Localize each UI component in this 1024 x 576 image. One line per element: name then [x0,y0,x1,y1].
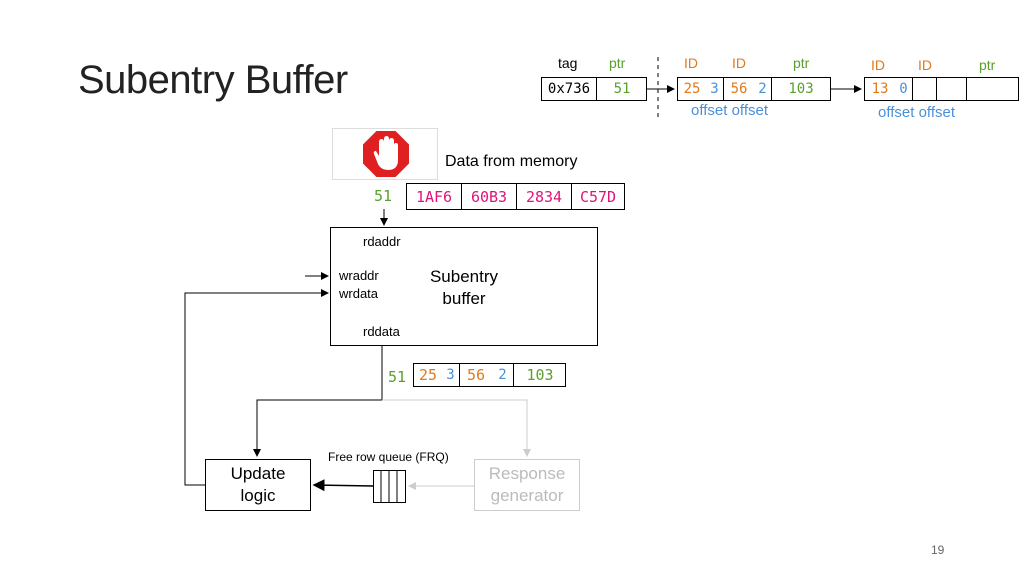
subentry1-ptr-header: ptr [793,55,810,71]
rddata-off2: 2 [492,364,514,386]
tag-header: tag [558,55,578,71]
memory-row: 1AF6 60B3 2834 C57D [406,183,625,210]
subentry2-offset-labels: offset offset [878,104,955,121]
memory-value-1: 60B3 [462,184,517,209]
subentry2-id1-header: ID [871,57,885,73]
tag-ptr-value: 51 [613,81,631,97]
memory-value-3: C57D [579,187,617,206]
memory-addr: 51 [374,187,393,205]
rddata-row: 25 3 56 2 103 [413,363,566,387]
update-logic-box: Update logic [205,459,311,511]
tag-value: 0x736 [542,78,597,100]
update-logic-line2: logic [240,486,276,505]
memory-value-2: 2834 [517,184,572,209]
tag-table: 0x736 51 [541,77,647,101]
stop-hand-icon [360,128,412,180]
wrdata-port: wrdata [339,286,379,301]
subentry1-offset-labels: offset offset [691,102,768,119]
rddata-id2: 56 [466,366,486,384]
rddata-ptr: 103 [526,366,554,384]
subentry1-off1: 3 [706,78,724,100]
page-title: Subentry Buffer [78,58,348,102]
rdaddr-port: rdaddr [363,234,401,249]
arrow-rddata-to-update [253,399,382,457]
page-number: 19 [931,543,945,557]
subentry1-id1: 25 [683,81,701,97]
buffer-title-line2: buffer [442,289,486,308]
memory-label: Data from memory [445,153,578,170]
rddata-port: rddata [363,324,400,339]
subentry1-id2: 56 [730,81,748,97]
subentry2-id1: 13 [871,81,889,97]
rddata-id1: 25 [418,366,438,384]
arrow-frq-to-update [312,479,374,492]
buffer-title: Subentry buffer [410,266,518,310]
subentry1-off2: 2 [754,78,772,100]
subentry2-id2-header: ID [918,57,932,73]
arrow-update-to-wrdata [184,289,329,486]
response-generator-line1: Response [488,464,566,483]
subentry1-row: 25 3 56 2 103 [677,77,831,101]
subentry2-id2-empty [913,78,937,100]
response-generator-box: Response generator [474,459,580,511]
buffer-title-line1: Subentry [429,267,499,286]
subentry2-ptr-header: ptr [979,57,996,73]
ptr-header: ptr [609,55,626,71]
rddata-off1: 3 [442,364,460,386]
subentry1-ptr: 103 [788,81,814,97]
memory-value-0: 1AF6 [407,184,462,209]
frq-label: Free row queue (FRQ) [328,450,449,464]
frq-queue-icon [373,470,406,503]
subentry2-row: 13 0 [864,77,1019,101]
subentry2-off1: 0 [895,78,913,100]
response-generator-line2: generator [490,486,564,505]
rddata-addr: 51 [388,368,407,386]
subentry1-id2-header: ID [732,55,746,71]
update-logic-line1: Update [230,464,286,483]
stop-frame [332,128,438,180]
subentry1-id1-header: ID [684,55,698,71]
subentry2-off2-empty [937,78,967,100]
arrow-rddata-to-response [382,399,531,457]
wraddr-port: wraddr [339,268,379,283]
subentry-buffer-box [330,227,598,346]
